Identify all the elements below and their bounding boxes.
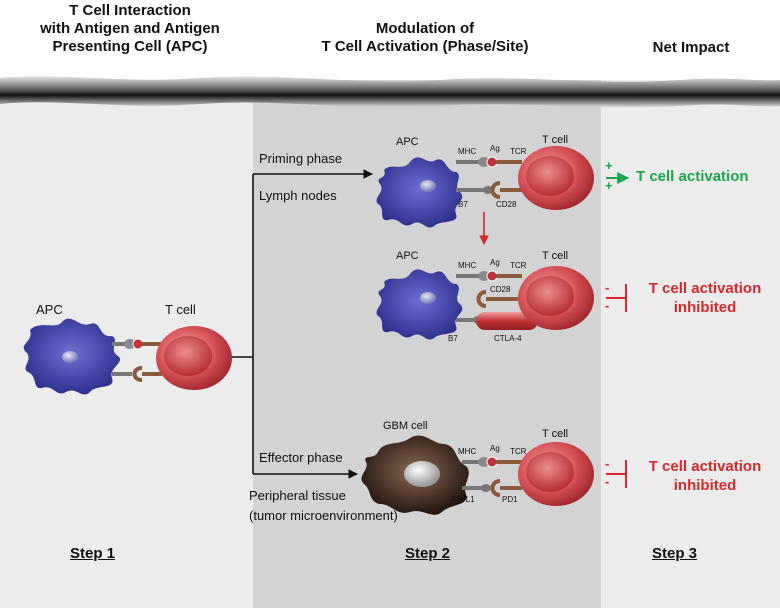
- panel-bot-ag-label: Ag: [490, 444, 500, 453]
- plus-sign-bottom: +: [605, 178, 613, 193]
- panel-top-apc-icon: [376, 157, 463, 228]
- lymph-nodes-label: Lymph nodes: [259, 188, 337, 203]
- minus-sign-bot-top: -: [605, 456, 610, 471]
- panel-mid-b7-label: B7: [448, 334, 458, 343]
- inhibited-1-line1: T cell activation: [648, 280, 762, 297]
- panel-mid-apc-label: APC: [396, 250, 419, 262]
- inhibited-2-line1: T cell activation: [648, 458, 762, 475]
- header-step1: T Cell Interaction with Antigen and Anti…: [10, 2, 250, 56]
- priming-phase-label: Priming phase: [259, 151, 343, 166]
- panel-mid-cd28-label: CD28: [490, 285, 511, 294]
- ctla4-receptor-icon: [476, 312, 538, 330]
- step-1-label: Step 1: [70, 545, 116, 562]
- t-cell-inhibited-outcome-2: T cell activation inhibited: [632, 457, 778, 495]
- panel-top-tcell-icon: [518, 146, 594, 210]
- step1-receptor-pair: [112, 338, 162, 382]
- inhibition-bar-2: [606, 460, 627, 488]
- panel-mid-tcr-label: TCR: [510, 261, 527, 270]
- panel-top-mhc-label: MHC: [458, 147, 477, 156]
- panel-mid-tcell-label: T cell: [542, 250, 569, 262]
- panel-top-receptors: [456, 156, 522, 199]
- header-step2: Modulation of T Cell Activation (Phase/S…: [280, 20, 570, 56]
- panel-mid-tcell-icon: [518, 266, 594, 330]
- panel-top-cd28-label: CD28: [496, 200, 517, 209]
- plus-sign-top: +: [605, 158, 613, 173]
- panel-top-apc-label: APC: [396, 136, 419, 148]
- step1-tcell-label: T cell: [165, 302, 196, 317]
- panel-bot-mhc-label: MHC: [458, 447, 477, 456]
- t-cell-inhibited-outcome-1: T cell activation inhibited: [632, 279, 778, 317]
- header-step1-line3: Presenting Cell (APC): [52, 38, 208, 55]
- tumor-microenvironment-label: (tumor microenvironment): [249, 508, 398, 523]
- panel-bot-tcell-label: T cell: [542, 428, 569, 440]
- minus-sign-mid-bottom: -: [605, 298, 610, 313]
- column-step3: [601, 80, 780, 608]
- gbm-cell-icon: [361, 435, 469, 515]
- panel-bot-tcr-label: TCR: [510, 447, 527, 456]
- inhibited-1-line2: inhibited: [673, 299, 737, 316]
- panel-top-ag-label: Ag: [490, 144, 500, 153]
- step1-apc-label: APC: [36, 302, 63, 317]
- header-step1-line2: with Antigen and Antigen: [40, 20, 220, 37]
- panel-bot-pdl1-label: PD-L1: [452, 495, 475, 504]
- minus-sign-bot-bottom: -: [605, 474, 610, 489]
- step1-tcell-icon: [156, 326, 232, 390]
- inhibited-2-line2: inhibited: [673, 477, 737, 494]
- header-step2-line2: T Cell Activation (Phase/Site): [321, 38, 529, 55]
- panel-bot-tcell-icon: [518, 442, 594, 506]
- header-step2-line1: Modulation of: [375, 20, 475, 37]
- panel-bot-pd1-label: PD1: [502, 495, 518, 504]
- panel-top-b7-label: B7: [458, 200, 468, 209]
- inhibition-bar-1: [606, 284, 627, 312]
- panel-top-tcr-label: TCR: [510, 147, 527, 156]
- step1-apc-icon: [23, 318, 121, 395]
- panel-mid-apc-icon: [376, 269, 463, 340]
- step-3-label: Step 3: [652, 545, 698, 562]
- header-step3: Net Impact: [652, 39, 730, 56]
- panel-bot-receptors: [462, 456, 522, 497]
- panel-mid-ag-label: Ag: [490, 258, 500, 267]
- step-2-label: Step 2: [405, 545, 451, 562]
- panel-top-tcell-label: T cell: [542, 134, 569, 146]
- t-cell-activation-outcome: T cell activation: [636, 168, 749, 185]
- peripheral-tissue-label: Peripheral tissue: [249, 488, 346, 503]
- branch-connector: [232, 169, 373, 479]
- header-step1-line1: T Cell Interaction: [69, 2, 191, 19]
- membrane-band: [0, 76, 780, 108]
- gbm-cell-label: GBM cell: [383, 420, 428, 432]
- panel-mid-ctla4-label: CTLA-4: [494, 334, 522, 343]
- panel-mid-mhc-label: MHC: [458, 261, 477, 270]
- minus-sign-mid-top: -: [605, 280, 610, 295]
- panel-mid-receptors: [456, 270, 538, 330]
- effector-phase-label: Effector phase: [259, 450, 343, 465]
